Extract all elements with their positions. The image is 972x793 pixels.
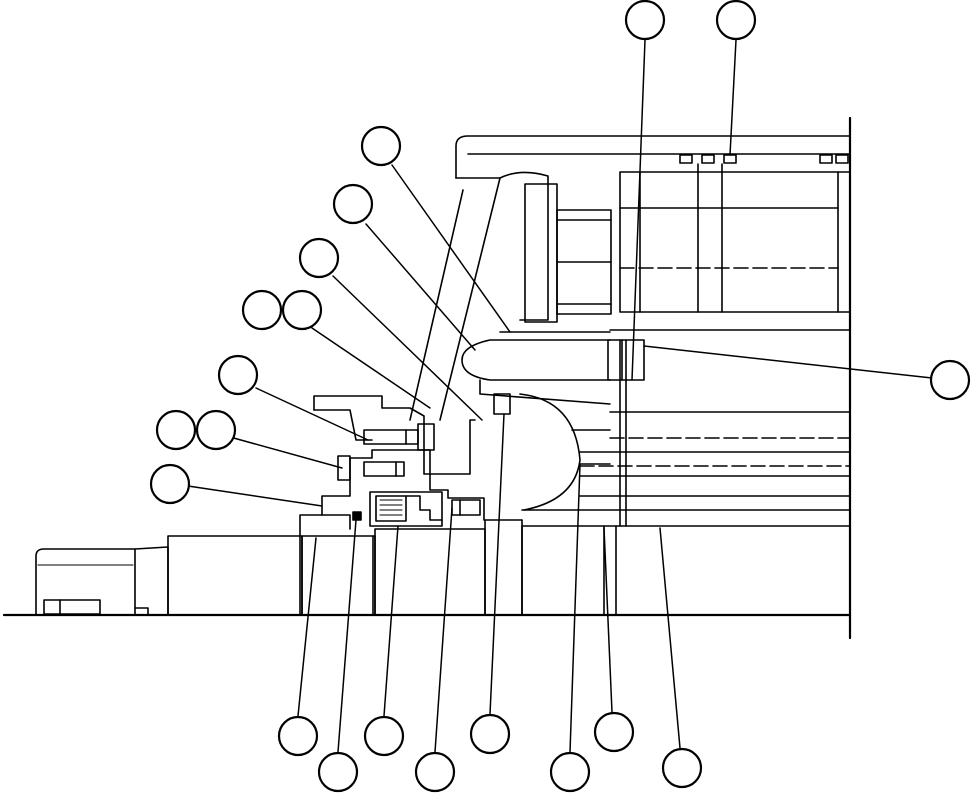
motor-end-cap: [35, 548, 136, 616]
leader-15: [489, 413, 505, 715]
leader-6: [643, 345, 951, 381]
callout-bubbles: [149, 0, 971, 793]
leader-10: [187, 485, 323, 507]
callout-bubble-1: [624, 0, 666, 41]
central-shaft-section: [374, 519, 851, 616]
leader-9: [229, 436, 343, 469]
leader-18: [659, 527, 681, 749]
top-key-2: [701, 154, 715, 164]
motor-flange: [134, 546, 169, 616]
callout-bubble-7: [281, 289, 323, 331]
leader-1: [631, 39, 646, 381]
rotor-block: [619, 171, 851, 313]
left-motor-housing: [35, 535, 376, 616]
set-screw: [451, 499, 481, 516]
hub-outer-block: [521, 525, 851, 616]
callout-bubble-6: [241, 289, 283, 331]
spindle-body-curve: [519, 393, 581, 511]
bearing-roller: [375, 495, 407, 522]
motor-body-block: [167, 535, 303, 616]
leader-8: [255, 387, 369, 441]
shaft-collar: [374, 528, 486, 616]
leader-2: [729, 39, 737, 156]
top-key-3: [723, 154, 737, 164]
leader-14: [434, 507, 453, 753]
upper-bolt-head: [417, 423, 435, 451]
seal-o-ring: [352, 511, 362, 521]
callout-bubble-18: [549, 751, 591, 793]
housing-slanted-wall-2: [439, 177, 501, 421]
leader-4: [365, 223, 476, 351]
callout-bubble-5: [298, 237, 340, 279]
right-shaft-layers: [521, 339, 851, 527]
callout-bubble-17: [469, 713, 511, 755]
callout-bubble-13: [277, 715, 319, 757]
spindle-head: [461, 331, 645, 511]
top-key-5: [835, 154, 849, 164]
seal-retainer: [321, 514, 351, 530]
callout-bubble-19: [593, 711, 635, 753]
seal-housing-outline: [299, 449, 485, 537]
leader-17: [603, 527, 613, 713]
upper-housing: [409, 135, 851, 421]
leader-7: [311, 327, 431, 409]
lower-bolt-head: [337, 455, 351, 481]
callout-bubble-16: [414, 751, 456, 793]
lower-bolt-body: [363, 461, 405, 477]
leader-16: [569, 463, 581, 753]
top-key-1: [679, 154, 693, 164]
leader-3: [391, 164, 511, 333]
callout-bubble-15: [363, 715, 405, 757]
spindle-nose-outline: [461, 339, 611, 381]
motor-connector: [43, 599, 101, 615]
callout-bubble-20: [661, 747, 703, 789]
seal-bearing-assembly: [299, 449, 485, 537]
callout-bubble-10: [155, 409, 197, 451]
bearing-inner-ring: [405, 495, 443, 521]
callout-bubble-9: [217, 354, 259, 396]
callout-bubble-11: [195, 409, 237, 451]
leader-5: [332, 275, 483, 421]
top-key-4: [819, 154, 833, 164]
callout-bubble-4: [332, 183, 374, 225]
callout-bubble-8: [929, 359, 971, 401]
leader-lines: [187, 39, 951, 753]
callout-bubble-3: [360, 125, 402, 167]
bracket-outline: [313, 395, 476, 475]
upper-bolt-body: [363, 429, 419, 445]
base-line-group: [2, 116, 852, 640]
spindle-key: [493, 393, 511, 415]
leader-11: [297, 537, 317, 717]
stator-core-left: [524, 183, 558, 323]
leader-13: [383, 525, 399, 717]
housing-top-cover: [455, 135, 851, 179]
spindle-shoulder: [479, 379, 611, 405]
bearing-race: [369, 491, 443, 527]
housing-inner-curve: [499, 171, 549, 321]
callout-bubble-2: [715, 0, 757, 41]
mounting-bracket: [313, 395, 476, 481]
callout-bubble-14: [317, 751, 359, 793]
leader-12: [337, 519, 357, 753]
callout-bubble-12: [149, 463, 191, 505]
